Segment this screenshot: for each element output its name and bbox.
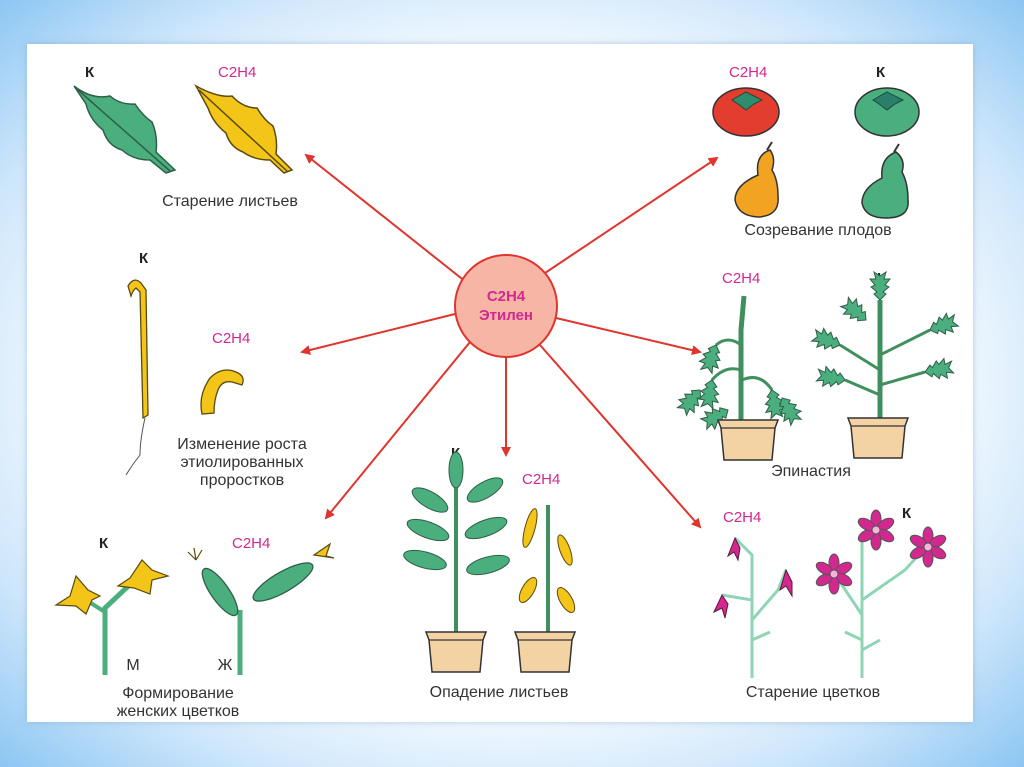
ripe-pear [735,150,778,217]
center-node: C2H4 Этилен [455,255,557,357]
yellow-leaf [196,86,292,173]
arrow-to-epinasty [556,318,700,352]
panel-etiolated: К C2H4 Изменение роста этиолированных пр… [126,250,307,489]
green-pear [862,152,908,218]
ethylene-label: C2H4 [232,535,270,552]
control-label: К [902,505,912,522]
caption-female-2: женских цветков [117,703,240,720]
ethylene-label: C2H4 [522,471,560,488]
panel-flower-aging: C2H4 К Старение цветков [714,505,948,701]
ethylene-label: C2H4 [212,330,250,347]
control-label: К [85,64,95,81]
caption-leaf-aging: Старение листьев [162,193,298,210]
caption-flower-aging: Старение цветков [746,684,880,701]
upright-plant [810,272,959,458]
male-plant [56,560,168,675]
arrow-to-female-flowers [326,342,470,518]
leafy-plant [402,452,512,672]
caption-etiolated-2: этиолированных [180,454,303,471]
ethylene-label: C2H4 [218,64,256,81]
center-name: Этилен [479,307,533,324]
female-label: Ж [218,657,233,674]
control-seedling [128,280,148,418]
control-label: К [99,535,109,552]
arrow-to-etiolated [302,314,455,352]
panel-epinasty: C2H4 К [674,270,959,480]
panel-leaf-aging: К C2H4 Старение листьев [74,64,298,210]
caption-female-1: Формирование [122,685,234,702]
ethylene-label: C2H4 [729,64,767,81]
bare-plant [515,505,578,672]
ethylene-seedling [201,370,243,414]
control-label: К [876,64,886,81]
wilted-flowers [722,538,786,678]
arrow-to-flower-aging [540,345,700,527]
ethylene-label: C2H4 [723,509,761,526]
female-plant [188,544,334,675]
caption-fruit-ripening: Созревание плодов [744,222,891,239]
arrow-to-leaf-aging [306,155,466,282]
panel-fruit-ripening: C2H4 К Созревание плодов [713,64,919,239]
caption-epinasty: Эпинастия [771,463,851,480]
male-label: М [126,657,139,674]
panel-female-flowers: К C2H4 М Ж Формирование женских цветков [56,535,334,720]
caption-etiolated-1: Изменение роста [177,436,307,453]
arrow-to-fruit-ripening [542,158,717,275]
caption-etiolated-3: проростков [200,472,284,489]
drooping-plant [674,296,804,460]
control-label: К [139,250,149,267]
panel-leaf-fall: К C2H4 Опадение листьев [402,445,579,701]
ethylene-label: C2H4 [722,270,760,287]
caption-leaf-fall: Опадение листьев [430,684,569,701]
center-formula: C2H4 [487,288,526,305]
